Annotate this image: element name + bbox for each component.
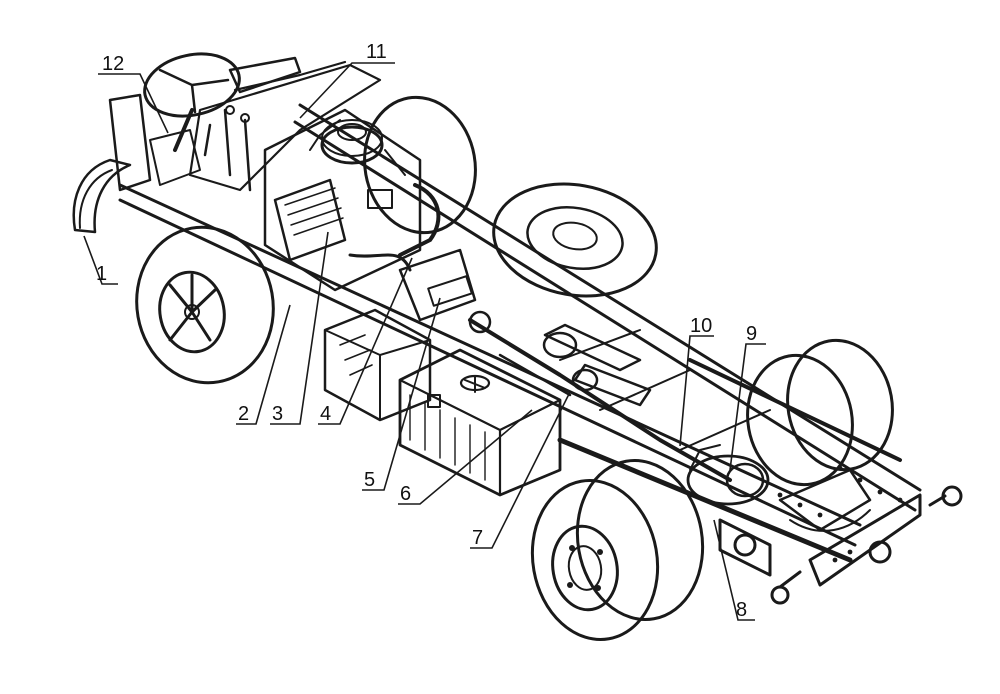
leader-7 — [470, 391, 571, 549]
callout-5: 5 — [364, 469, 375, 491]
leader-2 — [236, 304, 291, 425]
callout-12: 12 — [102, 53, 124, 75]
leader-12 — [98, 73, 169, 134]
callout-2: 2 — [238, 403, 249, 425]
leader-5 — [362, 297, 441, 491]
callout-labels: 1 2 3 4 5 6 7 8 9 10 11 12 — [96, 41, 757, 621]
leader-6 — [398, 409, 533, 505]
leader-4 — [318, 257, 413, 425]
rear-right-wheels — [746, 338, 894, 487]
spare-wheel — [492, 182, 658, 298]
battery-box — [323, 308, 432, 422]
leader-9 — [729, 343, 766, 471]
rear-axle — [557, 358, 902, 563]
rear-left-wheels — [530, 458, 705, 642]
leader-3 — [270, 231, 329, 425]
front-left-wheel — [135, 225, 275, 385]
tow-hooks — [718, 485, 963, 605]
fuel-tank — [398, 348, 562, 497]
leader-8 — [713, 519, 755, 621]
front-bumper — [72, 93, 152, 234]
callout-11: 11 — [366, 41, 387, 63]
leader-11 — [299, 62, 395, 119]
callout-7: 7 — [472, 527, 483, 549]
leader-10 — [679, 335, 714, 447]
leader-1 — [83, 235, 118, 285]
callout-8: 8 — [736, 599, 747, 621]
engine — [263, 108, 441, 292]
callout-3: 3 — [272, 403, 283, 425]
frame-rivets — [777, 465, 903, 563]
callout-4: 4 — [320, 403, 331, 425]
air-receivers — [498, 323, 652, 407]
front-right-wheel — [363, 95, 477, 235]
air-filter-icon — [320, 125, 384, 165]
callout-9: 9 — [746, 323, 757, 345]
frame-rails — [118, 103, 922, 587]
leader-lines — [83, 62, 766, 621]
callout-6: 6 — [400, 483, 411, 505]
steering-wheel — [143, 52, 252, 192]
callout-1: 1 — [96, 263, 107, 285]
callout-10: 10 — [690, 315, 712, 337]
